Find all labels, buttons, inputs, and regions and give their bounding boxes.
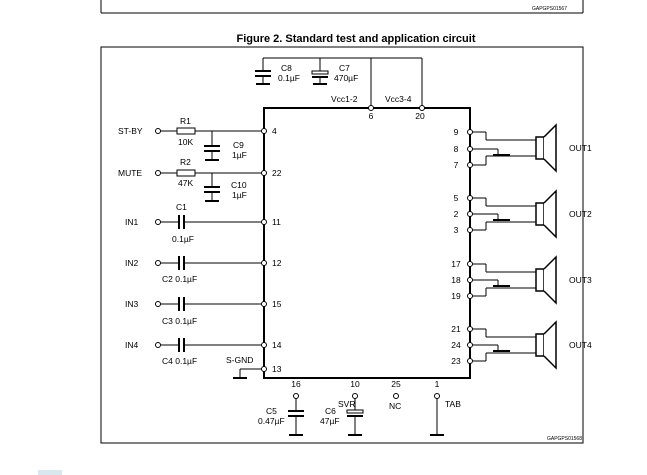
speaker-icon — [535, 333, 545, 357]
c10-value: 1µF — [232, 190, 247, 200]
figure-code: GAPGPS01568 — [547, 436, 582, 442]
pin-number-6: 6 — [369, 111, 374, 121]
pin-number-4: 4 — [272, 126, 277, 136]
pin-number-8: 8 — [454, 144, 459, 154]
c7-name: C7 — [339, 63, 350, 73]
pin-number-9: 9 — [454, 127, 459, 137]
c5-value: 0.47µF — [258, 416, 285, 426]
pin-number-25: 25 — [391, 379, 401, 389]
pin-number-12: 12 — [272, 258, 282, 268]
c3-label: C3 0.1µF — [162, 316, 197, 326]
out3-label: OUT3 — [569, 275, 592, 285]
c1-value: 0.1µF — [172, 234, 194, 244]
r1-value: 10K — [178, 137, 193, 147]
pin-number-7: 7 — [454, 160, 459, 170]
capacitor-c8 — [255, 70, 271, 85]
c8-value: 0.1µF — [278, 73, 300, 83]
pin-number-1: 1 — [435, 379, 440, 389]
input-in2: IN2 — [125, 256, 267, 270]
pin-number-18: 18 — [451, 275, 461, 285]
page-marker — [38, 470, 62, 475]
r2-value: 47K — [178, 178, 193, 188]
c5-name: C5 — [266, 406, 277, 416]
pin-number-22: 22 — [272, 168, 282, 178]
bottom-pins — [288, 393, 444, 436]
input-in4: IN4 — [125, 338, 267, 352]
speaker-icon — [535, 136, 545, 160]
output-out3 — [467, 255, 557, 305]
previous-figure-fragment: GAPGPS01567 — [100, 0, 584, 14]
output-out2 — [467, 189, 557, 239]
in2-label: IN2 — [125, 258, 139, 268]
out1-label: OUT1 — [569, 143, 592, 153]
r2-name: R2 — [180, 157, 191, 167]
c7-value: 470µF — [334, 73, 358, 83]
c6-name: C6 — [325, 406, 336, 416]
in3-label: IN3 — [125, 299, 139, 309]
c10-name: C10 — [231, 180, 247, 190]
sgnd-label: S-GND — [226, 355, 253, 365]
c4-label: C4 0.1µF — [162, 356, 197, 366]
output-out4 — [467, 320, 557, 370]
pin-number-21: 21 — [451, 324, 461, 334]
input-in1: IN1 — [125, 215, 267, 229]
in4-label: IN4 — [125, 340, 139, 350]
c6-value: 47µF — [320, 416, 340, 426]
pin-number-15: 15 — [272, 299, 282, 309]
figure-frame — [100, 46, 584, 444]
pin-label-vcc34: Vcc3-4 — [385, 94, 412, 104]
c8-name: C8 — [281, 63, 292, 73]
pin-label-svr: SVR — [338, 399, 355, 409]
c9-value: 1µF — [232, 150, 247, 160]
pin-label-nc: NC — [389, 401, 401, 411]
signal-ground: S-GND — [226, 355, 267, 379]
pin-number-2: 2 — [454, 209, 459, 219]
c9-name: C9 — [233, 140, 244, 150]
pin-number-23: 23 — [451, 356, 461, 366]
c1-name: C1 — [176, 202, 187, 212]
pin-number-13: 13 — [272, 364, 282, 374]
pin-number-16: 16 — [291, 379, 301, 389]
resistor-r2 — [176, 169, 196, 177]
figure-title: Figure 2. Standard test and application … — [237, 33, 476, 45]
stby-label: ST-BY — [118, 126, 143, 136]
out4-label: OUT4 — [569, 340, 592, 350]
capacitor-c7 — [311, 70, 329, 85]
pin-number-20: 20 — [415, 111, 425, 121]
pin-number-11: 11 — [272, 217, 281, 227]
pin-number-14: 14 — [272, 340, 282, 350]
amplifier-ic-body — [263, 107, 471, 379]
output-out1 — [467, 123, 557, 173]
mute-input: MUTE — [118, 168, 267, 202]
pin-number-17: 17 — [451, 259, 461, 269]
input-in3: IN3 — [125, 297, 267, 311]
r1-name: R1 — [180, 116, 191, 126]
pin-number-19: 19 — [451, 291, 461, 301]
pin-number-24: 24 — [451, 340, 461, 350]
pin-label-vcc12: Vcc1-2 — [331, 94, 358, 104]
c2-label: C2 0.1µF — [162, 274, 197, 284]
pin-label-tab: TAB — [445, 399, 461, 409]
mute-label: MUTE — [118, 168, 142, 178]
supply-section: C8 0.1µF C7 470µF Vcc1-2 Vcc3-4 6 20 — [255, 57, 425, 121]
pin-number-3: 3 — [454, 225, 459, 235]
speaker-icon — [535, 202, 545, 226]
in1-label: IN1 — [125, 217, 139, 227]
pin-number-5: 5 — [454, 193, 459, 203]
speaker-icon — [535, 268, 545, 292]
prev-figure-code: GAPGPS01567 — [532, 6, 567, 12]
resistor-r1 — [176, 127, 196, 135]
pin-number-10: 10 — [350, 379, 360, 389]
standby-input: ST-BY — [118, 126, 267, 161]
out2-label: OUT2 — [569, 209, 592, 219]
